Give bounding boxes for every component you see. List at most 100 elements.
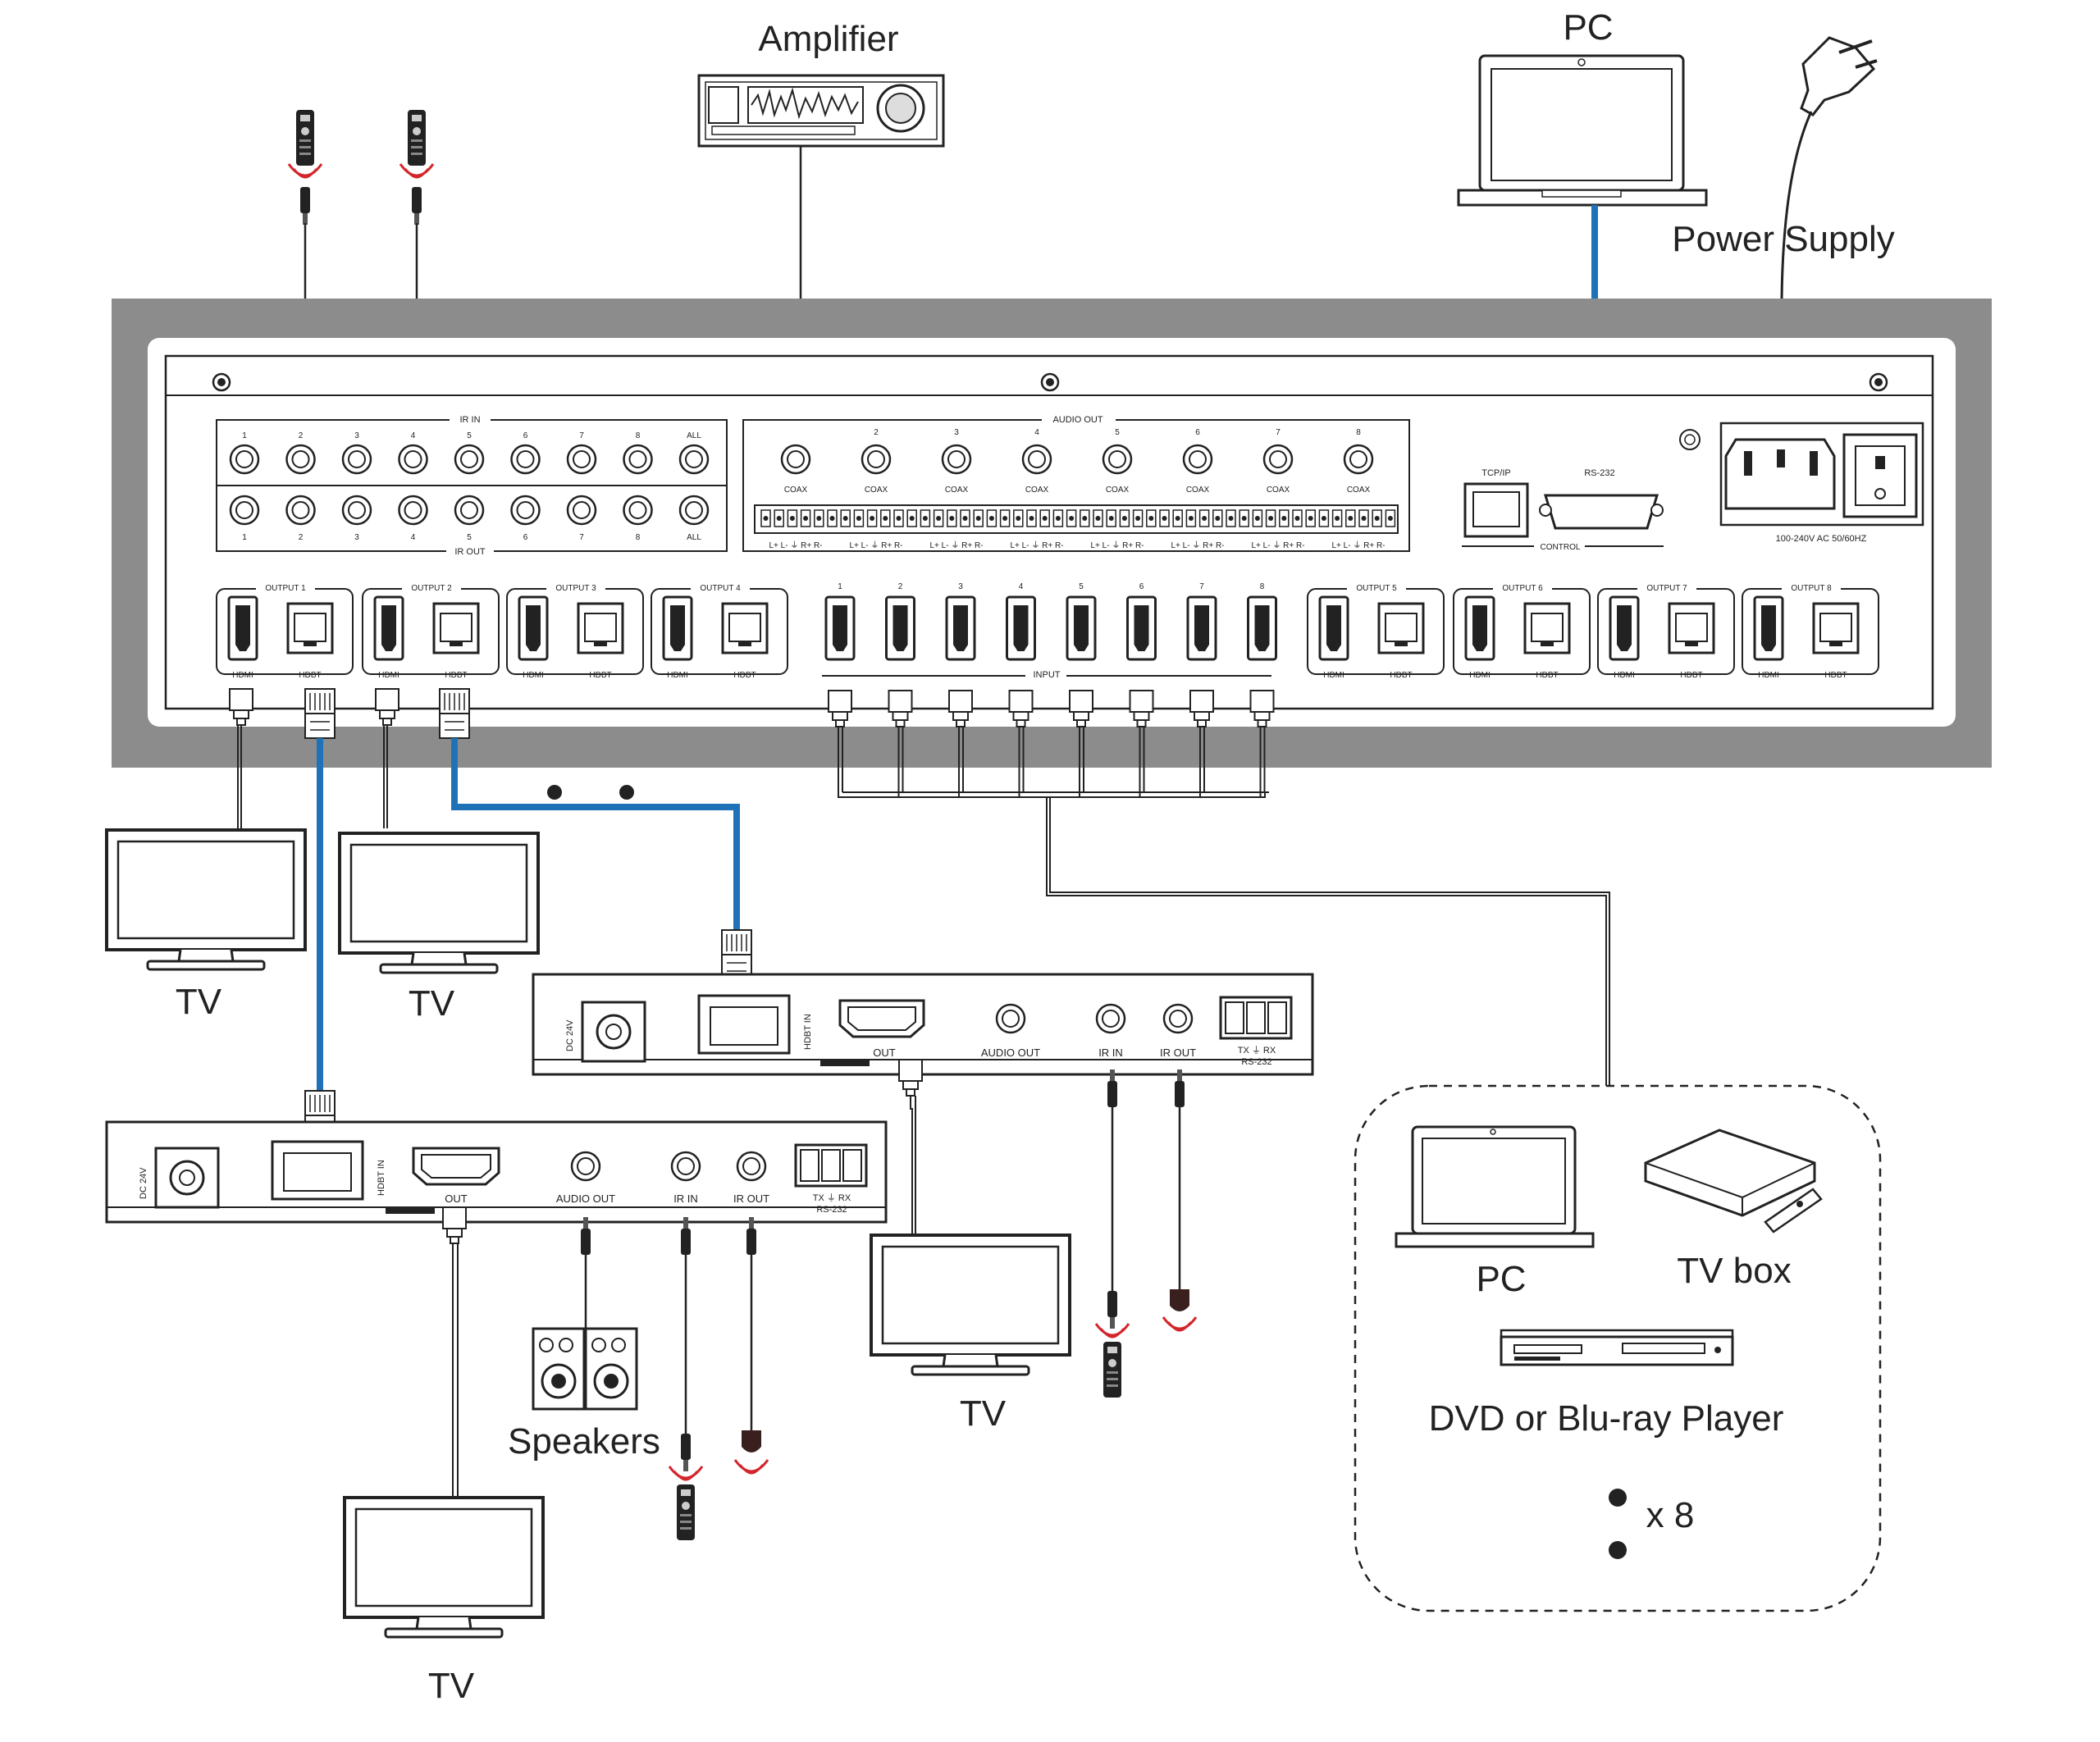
ir-emitter-a-icon [733, 1430, 769, 1475]
ir-out-port-number: 1 [242, 533, 247, 542]
pc-top-label: PC [1563, 7, 1613, 48]
ir-in-port-number: 1 [242, 431, 247, 440]
receiver-a-rs232-pins: TX ⏚ RX [813, 1192, 851, 1203]
receiver-a-audio-out-label: AUDIO OUT [556, 1192, 615, 1205]
hdmi-label: HDMI [1758, 671, 1779, 680]
ir-in-port-3[interactable] [341, 444, 372, 475]
input-7-hdmi-port[interactable] [1186, 595, 1217, 661]
ir-in-port-number: ALL [687, 431, 701, 440]
ir-out-port-2[interactable] [285, 495, 316, 526]
ir-out-port-number: 7 [579, 533, 584, 542]
ir-out-port-number: ALL [687, 533, 701, 542]
output-3-hdbt-port[interactable] [577, 602, 624, 654]
ir-out-port-5[interactable] [454, 495, 485, 526]
input-5-hdmi-port[interactable] [1066, 595, 1097, 661]
ir-in-port-8[interactable] [623, 444, 653, 475]
coax-out-2[interactable] [861, 444, 892, 475]
ir-in-port-number: 2 [299, 431, 304, 440]
input-3-hdmi-port[interactable] [945, 595, 976, 661]
input-6-hdmi-port[interactable] [1126, 595, 1157, 661]
output-5-hdmi-port[interactable] [1318, 595, 1349, 661]
input-8-hdmi-port[interactable] [1247, 595, 1277, 661]
ir-out-port-3[interactable] [341, 495, 372, 526]
receiver-b-dc-label: DC 24V [565, 1019, 575, 1051]
output-4-hdbt-port[interactable] [721, 602, 769, 654]
output-4-hdmi-port[interactable] [662, 595, 693, 661]
dvd-player-icon [1500, 1329, 1734, 1366]
input-cables [828, 690, 1275, 798]
coax-out-8[interactable] [1343, 444, 1374, 475]
ir-out-port-8[interactable] [623, 495, 653, 526]
input-1-hdmi-port[interactable] [824, 595, 856, 661]
ir-emitter-b-icon [1162, 1289, 1198, 1332]
coax-label: COAX [945, 486, 969, 495]
output-8-hdmi-port[interactable] [1753, 595, 1784, 661]
receiver-a-hdbt-in-label: HDBT IN [377, 1160, 386, 1196]
hdmi-label: HDMI [523, 671, 544, 680]
speakers-icon [532, 1327, 638, 1411]
ir-out-port-6[interactable] [510, 495, 541, 526]
ir-in-port-5[interactable] [454, 444, 485, 475]
ir-in-port-4[interactable] [398, 444, 428, 475]
tv-box-icon [1644, 1129, 1823, 1234]
coax-out-6[interactable] [1182, 444, 1213, 475]
output-1-hdmi-port[interactable] [227, 595, 258, 661]
ir-in-port-ALL[interactable] [678, 444, 710, 475]
output-3-hdmi-port[interactable] [518, 595, 549, 661]
tv-1-label: TV [176, 982, 222, 1022]
tv-3-label: TV [960, 1393, 1007, 1434]
receiver-b-ir-out-label: IR OUT [1160, 1047, 1196, 1059]
output-6-hdmi-port[interactable] [1464, 595, 1495, 661]
input-2-hdmi-port[interactable] [885, 595, 915, 661]
output-8-hdbt-port[interactable] [1812, 602, 1860, 654]
ir-in-port-2[interactable] [285, 444, 316, 475]
ir-in-title: IR IN [459, 415, 480, 425]
ir-out-port-4[interactable] [398, 495, 428, 526]
output-5-hdbt-port[interactable] [1377, 602, 1425, 654]
receiver-b-ir-in-label: IR IN [1098, 1047, 1123, 1059]
ir-out-port-number: 4 [411, 533, 416, 542]
tv-box-label: TV box [1677, 1251, 1791, 1291]
ir-in-port-6[interactable] [510, 444, 541, 475]
coax-number: 8 [1356, 428, 1361, 437]
coax-out-4[interactable] [1021, 444, 1052, 475]
hdmi-label: HDMI [1614, 671, 1635, 680]
output-7-hdmi-port[interactable] [1609, 595, 1640, 661]
output-2-hdmi-port[interactable] [373, 595, 404, 661]
output-2-hdmi-cable [375, 688, 399, 828]
output-1-hdbt-port[interactable] [286, 602, 334, 654]
ir-out-port-ALL[interactable] [678, 495, 710, 526]
hdbt-label: HDBT [299, 671, 321, 680]
hdmi-label: HDMI [1469, 671, 1491, 680]
tcpip-label: TCP/IP [1481, 468, 1510, 478]
coax-label: COAX [865, 486, 888, 495]
ir-receiver-b-icon [1094, 1291, 1130, 1398]
ir-out-port-1[interactable] [229, 495, 260, 526]
output-2-hdbt-port[interactable] [432, 602, 480, 654]
ir-in-port-7[interactable] [566, 444, 597, 475]
output-label: OUTPUT 3 [555, 584, 596, 593]
rs232-label: RS-232 [1584, 468, 1614, 478]
terminal-legend: L+ L- ⏚ R+ R- [1251, 540, 1304, 550]
ir-in-port-1[interactable] [229, 444, 260, 475]
output-7-hdbt-port[interactable] [1668, 602, 1715, 654]
coax-out-7[interactable] [1262, 444, 1294, 475]
source-devices-group [1354, 1084, 1882, 1612]
ir-out-port-7[interactable] [566, 495, 597, 526]
coax-out-5[interactable] [1102, 444, 1133, 475]
terminal-legend: L+ L- ⏚ R+ R- [769, 540, 822, 550]
receiver-b-hdbt-in-label: HDBT IN [803, 1014, 813, 1050]
input-4-hdmi-port[interactable] [1006, 595, 1036, 661]
continuation-dot [619, 785, 634, 800]
coax-out-1[interactable] [780, 444, 811, 475]
output-6-hdbt-port[interactable] [1523, 602, 1571, 654]
terminal-legend: L+ L- ⏚ R+ R- [849, 540, 902, 550]
coax-out-3[interactable] [941, 444, 972, 475]
coax-label: COAX [784, 486, 808, 495]
